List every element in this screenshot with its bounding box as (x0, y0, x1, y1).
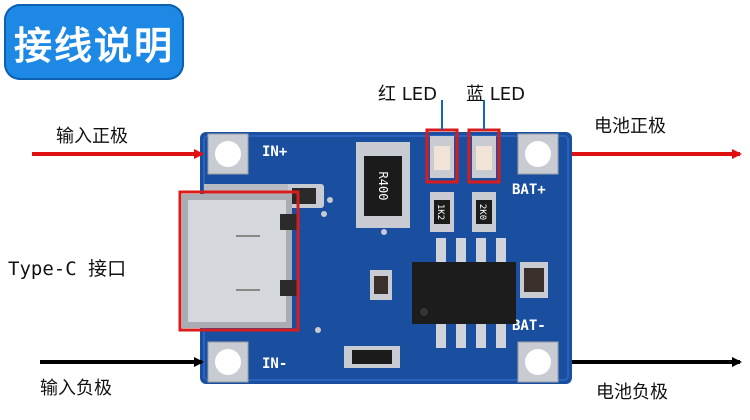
charger-ic (412, 238, 516, 348)
title-badge: 接线说明 (4, 4, 184, 80)
resistor-code: R400 (376, 172, 390, 201)
pad-bat-minus (517, 341, 559, 383)
small-resistor-2: 2K0 (472, 192, 496, 232)
type-c-highlight (178, 190, 300, 332)
pad-in-plus (207, 133, 249, 175)
type-c-connector (182, 184, 298, 328)
battery-negative-label: 电池负极 (596, 382, 668, 403)
input-negative-label: 输入负极 (40, 378, 112, 399)
silk-in-minus: IN- (262, 356, 287, 372)
small-resistor-1: 1K2 (430, 192, 454, 232)
silk-bat-minus: BAT- (512, 318, 546, 334)
red-led-component (430, 136, 454, 178)
small-resistor-1-code: 1K2 (435, 204, 445, 220)
battery-positive-label: 电池正极 (594, 116, 666, 137)
pad-in-minus (207, 341, 249, 383)
silk-bat-plus: BAT+ (512, 182, 546, 198)
red-led-label: 红 LED (378, 84, 437, 105)
silk-in-plus: IN+ (262, 144, 287, 160)
pad-bat-plus (517, 133, 559, 175)
input-positive-label: 输入正极 (56, 126, 128, 147)
blue-led-component (472, 136, 496, 178)
page-title: 接线说明 (13, 23, 174, 68)
resistor-r400: R400 (356, 142, 410, 228)
type-c-label: Type-C 接口 (8, 258, 127, 280)
small-resistor-2-code: 2K0 (477, 204, 487, 220)
blue-led-label: 蓝 LED (466, 84, 525, 105)
